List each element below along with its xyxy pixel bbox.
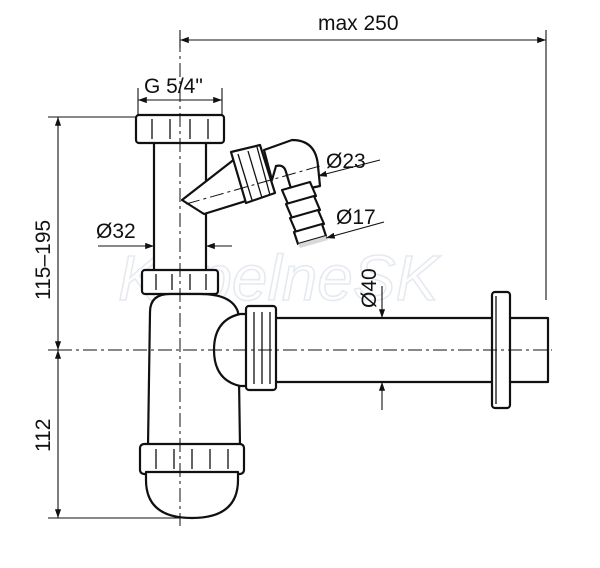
outlet-diameter-label: Ø40 xyxy=(358,268,381,308)
inlet-diameter-label: Ø32 xyxy=(96,220,136,243)
dimension-lower-height: 112 xyxy=(32,350,190,519)
nozzle-outer-label: Ø23 xyxy=(326,150,366,173)
lower-height-label: 112 xyxy=(32,419,55,452)
max-width-label: max 250 xyxy=(318,12,399,35)
dimension-height-range: 115–195 xyxy=(32,116,136,351)
dimension-thread: G 5/4" xyxy=(137,75,223,115)
center-lines xyxy=(58,38,552,526)
dimension-inlet-diameter: Ø32 xyxy=(96,220,232,250)
bottle-trap-body xyxy=(138,292,278,520)
thread-label: G 5/4" xyxy=(144,75,203,98)
dimension-nozzle-inner: Ø17 xyxy=(325,206,385,239)
side-nozzle xyxy=(180,138,328,248)
dimension-outlet-diameter: Ø40 xyxy=(358,268,386,410)
dimension-max-width: max 250 xyxy=(179,12,547,300)
nozzle-inner-label: Ø17 xyxy=(336,206,376,229)
height-range-label: 115–195 xyxy=(32,220,55,300)
dimension-nozzle-outer: Ø23 xyxy=(317,150,381,177)
